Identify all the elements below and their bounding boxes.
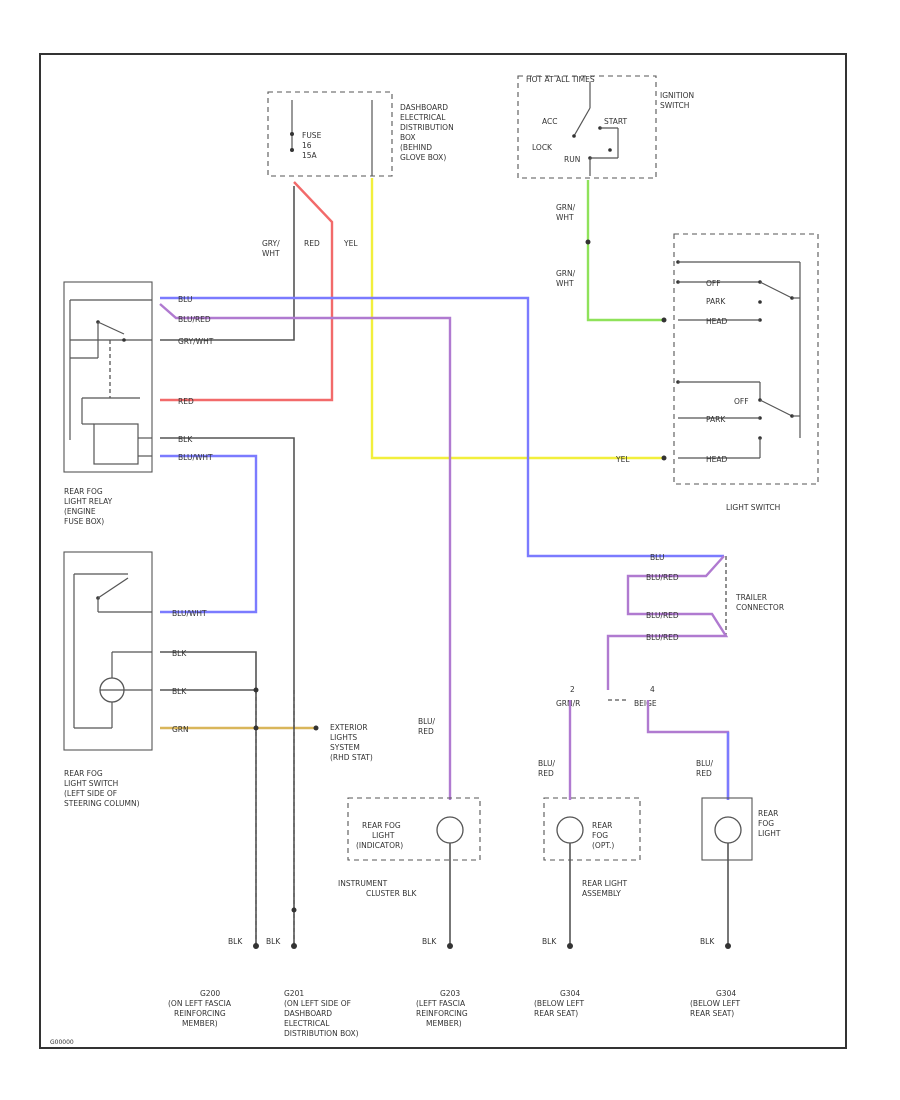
hot-at-all-times-label: HOT AT ALL TIMES xyxy=(526,75,595,84)
wire-label-yel: YEL xyxy=(343,239,358,248)
wire-label-gry-wht: GRY/WHT xyxy=(262,239,280,258)
terminal-dot xyxy=(661,317,667,323)
splice-dot xyxy=(253,687,259,693)
wire-black-switch-ground xyxy=(160,651,257,946)
wire-label-blu-red-2: BLU/RED xyxy=(538,759,555,778)
light-switch-label: LIGHT SWITCH xyxy=(726,503,780,512)
wire-yellow xyxy=(370,178,664,460)
figure-id: G00000 xyxy=(50,1039,74,1046)
wire-blue-red-indicator xyxy=(159,303,452,800)
wire-blu-red-trailer xyxy=(606,555,729,690)
wire-label-blu-red-3: BLU/RED xyxy=(696,759,713,778)
wire-label-grn-wht-1: GRN/WHT xyxy=(556,203,576,222)
wire-label-red: RED xyxy=(304,239,320,248)
wire-beige-to-rear-fog xyxy=(646,700,730,800)
wire-label-grn-wht-2: GRN/WHT xyxy=(556,269,576,288)
splice-dot xyxy=(291,907,297,913)
wire-gray-white xyxy=(160,186,295,341)
wire-label-blu-red-1: BLU/RED xyxy=(418,717,435,736)
splice-dot xyxy=(585,239,591,245)
diagram-frame xyxy=(39,53,847,1049)
splice-dot xyxy=(253,725,259,731)
wire-blue-white xyxy=(160,454,258,614)
wire-red xyxy=(160,181,334,402)
wire-blue xyxy=(160,296,724,558)
wire-green-white xyxy=(586,180,664,322)
terminal-dot xyxy=(661,455,667,461)
wire-label-yel-ls: YEL xyxy=(615,455,630,464)
splice-dot xyxy=(313,725,319,731)
